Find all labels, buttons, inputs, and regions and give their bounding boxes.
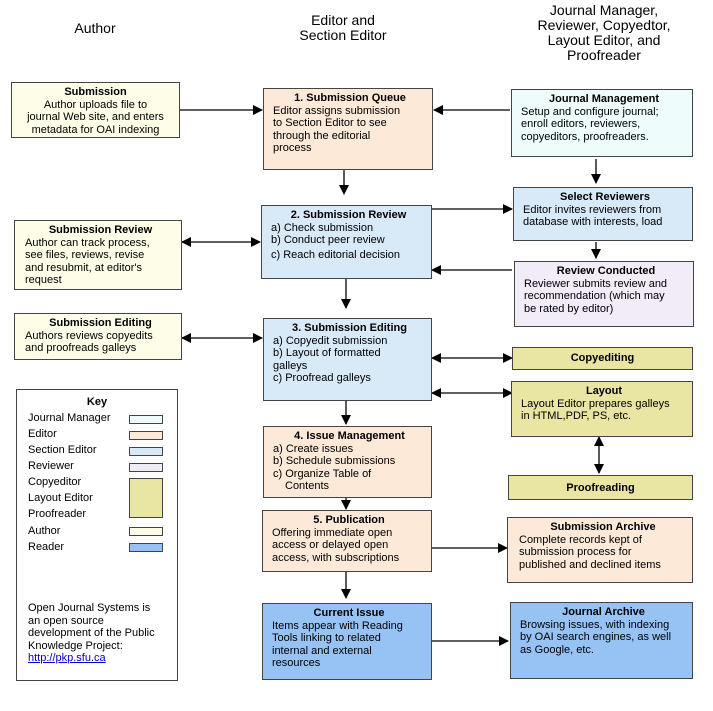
legend-swatch-author	[129, 527, 163, 536]
legend-label-layout-editor: Layout Editor	[28, 492, 93, 504]
submission-review-box: 2. Submission Review a) Check submission…	[261, 205, 432, 279]
submission-queue-box: 1. Submission Queue Editor assigns submi…	[263, 88, 433, 170]
submission-editing-author-box: Submission Editing Authors reviews copye…	[14, 313, 182, 360]
legend-label-reviewer: Reviewer	[28, 460, 74, 472]
legend-swatch-editor	[129, 431, 163, 440]
legend-label-author: Author	[28, 525, 61, 537]
editor-column-header: Editor and Section Editor	[299, 12, 387, 43]
submission-archive-box: Submission Archive Complete records kept…	[507, 517, 693, 583]
legend-swatch-copyeditor-layout-proofreader	[129, 478, 163, 518]
legend-label-reader: Reader	[28, 541, 65, 553]
pkp-link[interactable]: http://pkp.sfu.ca	[28, 652, 106, 664]
legend-label-section-editor: Section Editor	[28, 444, 97, 456]
journal-manager-column-header: Journal Manager, Reviewer, Copyedtor, La…	[537, 2, 671, 63]
layout-box: Layout Layout Editor prepares galleys in…	[511, 381, 693, 437]
proofreading-box: Proofreading	[508, 475, 693, 500]
legend-swatch-reviewer	[129, 463, 163, 472]
journal-archive-box: Journal Archive Browsing issues, with in…	[510, 602, 693, 679]
select-reviewers-box: Select Reviewers Editor invites reviewer…	[513, 187, 693, 241]
submission-editing-box: 3. Submission Editing a) Copyedit submis…	[263, 318, 432, 401]
issue-management-box: 4. Issue Management a) Create issues b) …	[263, 426, 432, 498]
legend-label-journal-manager: Journal Manager	[28, 412, 111, 424]
legend-swatch-reader	[129, 543, 163, 552]
author-column-header: Author	[74, 20, 116, 36]
submission-review-author-box: Submission Review Author can track proce…	[14, 220, 182, 290]
legend-label-proofreader: Proofreader	[28, 508, 87, 520]
legend-label-editor: Editor	[28, 428, 57, 440]
legend-key: Key Journal Manager Editor Section Edito…	[16, 389, 178, 681]
project-note: Open Journal Systems is an open source d…	[28, 602, 174, 665]
current-issue-box: Current Issue Items appear with Reading …	[262, 603, 432, 680]
publication-box: 5. Publication Offering immediate open a…	[262, 510, 432, 572]
journal-management-box: Journal Management Setup and configure j…	[511, 89, 693, 157]
legend-swatch-section-editor	[129, 447, 163, 456]
submission-box: Submission Author uploads file to journa…	[11, 82, 180, 138]
copyediting-box: Copyediting	[512, 347, 693, 370]
legend-swatch-journal-manager	[129, 415, 163, 424]
review-conducted-box: Review Conducted Reviewer submits review…	[514, 261, 694, 327]
legend-title: Key	[86, 396, 108, 408]
legend-label-copyeditor: Copyeditor	[28, 476, 82, 488]
